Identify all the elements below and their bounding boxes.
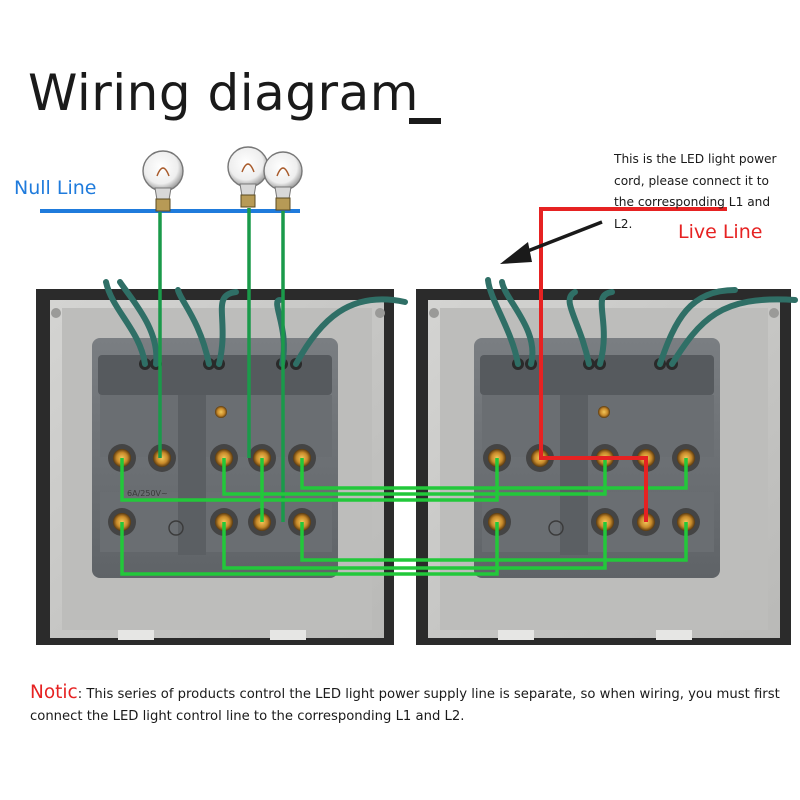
notice-keyword: Notic: [30, 682, 78, 703]
arrow-icon: [500, 220, 603, 264]
title-underscore: [409, 118, 441, 124]
lamp-wires: [158, 208, 285, 522]
annotation-line: cord, please connect it to: [614, 173, 769, 188]
cert-mark-icon: [548, 520, 564, 536]
annotation-line: L2.: [614, 216, 633, 231]
live-line: [539, 207, 727, 522]
light-bulb-icon: [263, 151, 303, 211]
led-cord-annotation: This is the LED light power cord, please…: [614, 149, 794, 235]
notice-text: Notic: This series of products control t…: [30, 682, 780, 728]
left-switch-plate: 6A/250V~: [36, 279, 408, 645]
notice-body: : This series of products control the LE…: [30, 687, 780, 724]
live-line-label: Live Line: [678, 221, 763, 243]
right-teal-wires: [485, 277, 798, 367]
null-line-label: Null Line: [14, 177, 97, 199]
light-bulb-icon: [227, 146, 269, 208]
annotation-line: the corresponding L1 and: [614, 195, 771, 209]
control-wires: [120, 458, 688, 576]
annotation-line: This is the LED light power: [614, 152, 777, 166]
right-switch-plate: [416, 277, 798, 645]
rating-marking: 6A/250V~: [127, 489, 168, 498]
page-title: Wiring diagram: [28, 64, 419, 122]
cert-mark-icon: [168, 520, 184, 536]
light-bulb-icon: [142, 150, 184, 212]
